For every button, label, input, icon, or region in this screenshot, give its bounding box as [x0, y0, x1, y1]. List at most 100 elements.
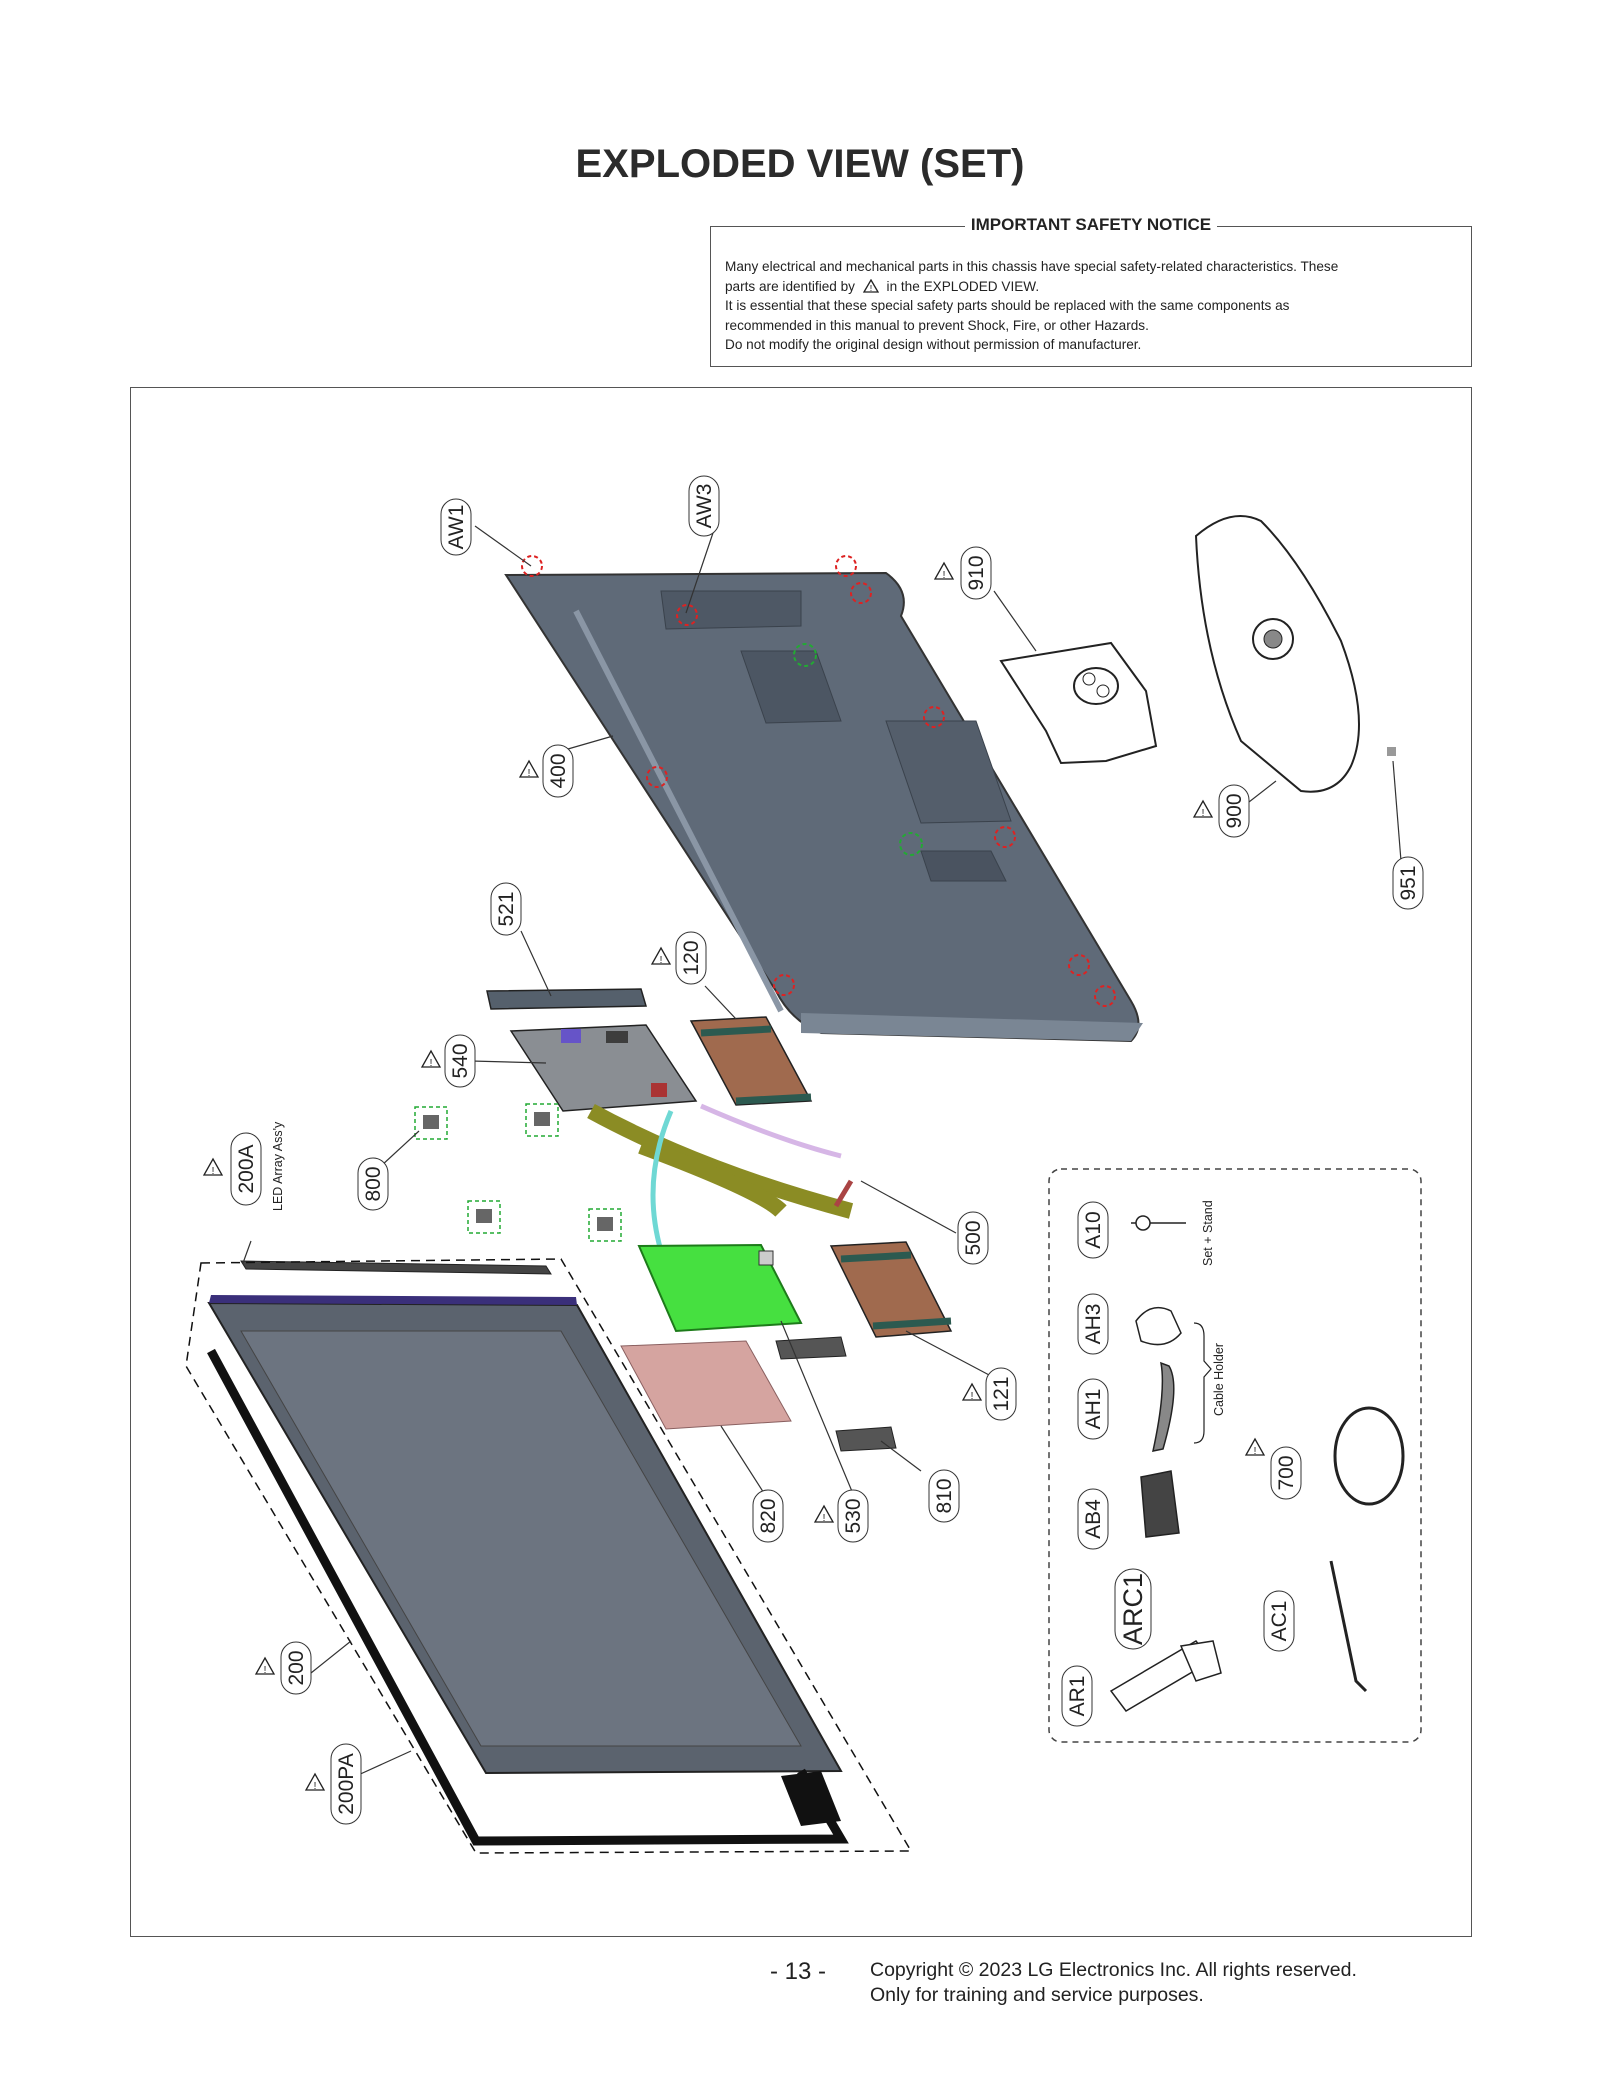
- accessory-box: [1048, 1168, 1422, 1743]
- label-120: 120: [675, 931, 707, 985]
- screw-markers: [521, 555, 1116, 1007]
- led-array-200a: [240, 1260, 552, 1275]
- label-500: 500: [957, 1211, 989, 1265]
- svg-text:!: !: [870, 284, 872, 293]
- exploded-view-diagram: !: [130, 387, 1472, 1937]
- warning-triangle-icon: [1193, 800, 1213, 820]
- svg-text:200: 200: [285, 1650, 308, 1685]
- label-200: 200: [280, 1641, 312, 1695]
- svg-text:500: 500: [962, 1220, 985, 1255]
- copyright: Copyright © 2023 LG Electronics Inc. All…: [870, 1958, 1357, 2008]
- safety-notice-text: Many electrical and mechanical parts in …: [725, 257, 1457, 355]
- clip-shapes: [423, 1112, 613, 1231]
- label-121: 121: [985, 1367, 1017, 1421]
- notice-line: Many electrical and mechanical parts in …: [725, 259, 1339, 274]
- accessory-shapes: [1109, 1215, 1405, 1712]
- part-labels: AW1 AW3 910 400 900 951 521 120 540 800 …: [203, 475, 1424, 1825]
- safety-notice-box: IMPORTANT SAFETY NOTICE Many electrical …: [710, 215, 1472, 367]
- notice-line: recommended in this manual to prevent Sh…: [725, 317, 1149, 333]
- cables: [587, 1103, 854, 1252]
- svg-text:ARC1: ARC1: [1118, 1573, 1148, 1645]
- label-910: 910: [960, 546, 992, 600]
- svg-text:521: 521: [495, 891, 518, 926]
- label-810: 810: [928, 1469, 960, 1523]
- notice-line: Do not modify the original design withou…: [725, 337, 1142, 352]
- back-cover-400: [504, 571, 1143, 1043]
- stand-base-900: [1194, 515, 1360, 793]
- svg-text:540: 540: [449, 1043, 472, 1078]
- label-arc1: ARC1: [1114, 1568, 1152, 1650]
- warning-triangle-icon: [934, 562, 954, 582]
- svg-text:700: 700: [1275, 1455, 1298, 1490]
- label-521: 521: [490, 882, 522, 936]
- warning-triangle-icon: [519, 760, 539, 780]
- svg-text:820: 820: [757, 1498, 780, 1533]
- diagram-canvas: !: [185, 475, 1424, 1854]
- svg-text:400: 400: [547, 753, 570, 788]
- clips-800: [414, 1103, 622, 1242]
- svg-text:AR1: AR1: [1066, 1676, 1089, 1717]
- label-ah3: AH3: [1077, 1293, 1109, 1355]
- svg-text:951: 951: [1397, 865, 1420, 900]
- svg-text:AW1: AW1: [445, 505, 468, 550]
- label-700: 700: [1270, 1446, 1302, 1500]
- label-820: 820: [752, 1489, 784, 1543]
- warning-triangle-icon: !: [862, 278, 879, 293]
- notice-line: in the EXPLODED VIEW.: [886, 278, 1040, 294]
- warning-triangle-icon: [305, 1773, 325, 1793]
- warning-triangle-icon: [962, 1383, 982, 1403]
- svg-text:AC1: AC1: [1268, 1601, 1291, 1642]
- label-a10: A10: [1077, 1201, 1109, 1259]
- pcb-530: [637, 1243, 803, 1333]
- label-530: 530: [837, 1489, 869, 1543]
- page-number: - 13 -: [770, 1958, 827, 1985]
- svg-text:AW3: AW3: [693, 484, 716, 529]
- warning-triangle-icon: [255, 1657, 275, 1677]
- copyright-line: Copyright © 2023 LG Electronics Inc. All…: [870, 1959, 1357, 1981]
- set-stand-note: Set + Stand: [1201, 1200, 1215, 1266]
- board-121: [829, 1241, 953, 1338]
- warning-triangle-icon: [421, 1050, 441, 1070]
- page-title: EXPLODED VIEW (SET): [575, 142, 1025, 186]
- svg-text:121: 121: [990, 1376, 1013, 1411]
- copyright-line: Only for training and service purposes.: [870, 1984, 1204, 2006]
- svg-text:AB4: AB4: [1082, 1499, 1105, 1539]
- panel-group-outline: [185, 1258, 913, 1854]
- svg-text:530: 530: [842, 1498, 865, 1533]
- label-800: 800: [357, 1157, 389, 1211]
- led-array-note: LED Array Ass'y: [271, 1121, 285, 1211]
- label-900: 900: [1218, 784, 1250, 838]
- notice-line: It is essential that these special safet…: [725, 298, 1290, 313]
- label-400: 400: [542, 744, 574, 798]
- panel-200: [207, 1295, 843, 1775]
- notice-line: parts are identified by: [725, 278, 855, 294]
- bracket-521: [486, 988, 647, 1010]
- cable-holder-brace: [1193, 1322, 1212, 1444]
- stand-body-910: [999, 641, 1158, 765]
- cable-holder-note: Cable Holder: [1212, 1343, 1226, 1416]
- label-951: 951: [1392, 856, 1424, 910]
- warning-triangle-icon: [203, 1158, 223, 1178]
- main-board-540: [509, 1024, 698, 1112]
- power-board-120: [689, 1016, 813, 1106]
- svg-text:120: 120: [680, 940, 703, 975]
- sheet-820: [620, 1340, 792, 1430]
- label-ab4: AB4: [1077, 1488, 1109, 1550]
- svg-text:A10: A10: [1082, 1211, 1105, 1248]
- warning-triangle-icon: [1245, 1438, 1265, 1458]
- label-aw1: AW1: [440, 498, 472, 556]
- label-ah1: AH1: [1077, 1378, 1109, 1440]
- svg-text:200PA: 200PA: [335, 1753, 358, 1815]
- label-200pa: 200PA: [330, 1743, 362, 1825]
- leader-lines: [242, 523, 1402, 1777]
- label-540: 540: [444, 1034, 476, 1088]
- label-200a: 200A: [230, 1132, 262, 1206]
- label-ar1: AR1: [1061, 1665, 1093, 1727]
- safety-notice-heading: IMPORTANT SAFETY NOTICE: [964, 215, 1218, 234]
- svg-text:910: 910: [965, 555, 988, 590]
- svg-text:810: 810: [933, 1478, 956, 1513]
- svg-text:AH3: AH3: [1082, 1304, 1105, 1345]
- warning-triangle-icon: [814, 1505, 834, 1525]
- label-aw3: AW3: [688, 475, 720, 537]
- svg-text:200A: 200A: [235, 1144, 258, 1193]
